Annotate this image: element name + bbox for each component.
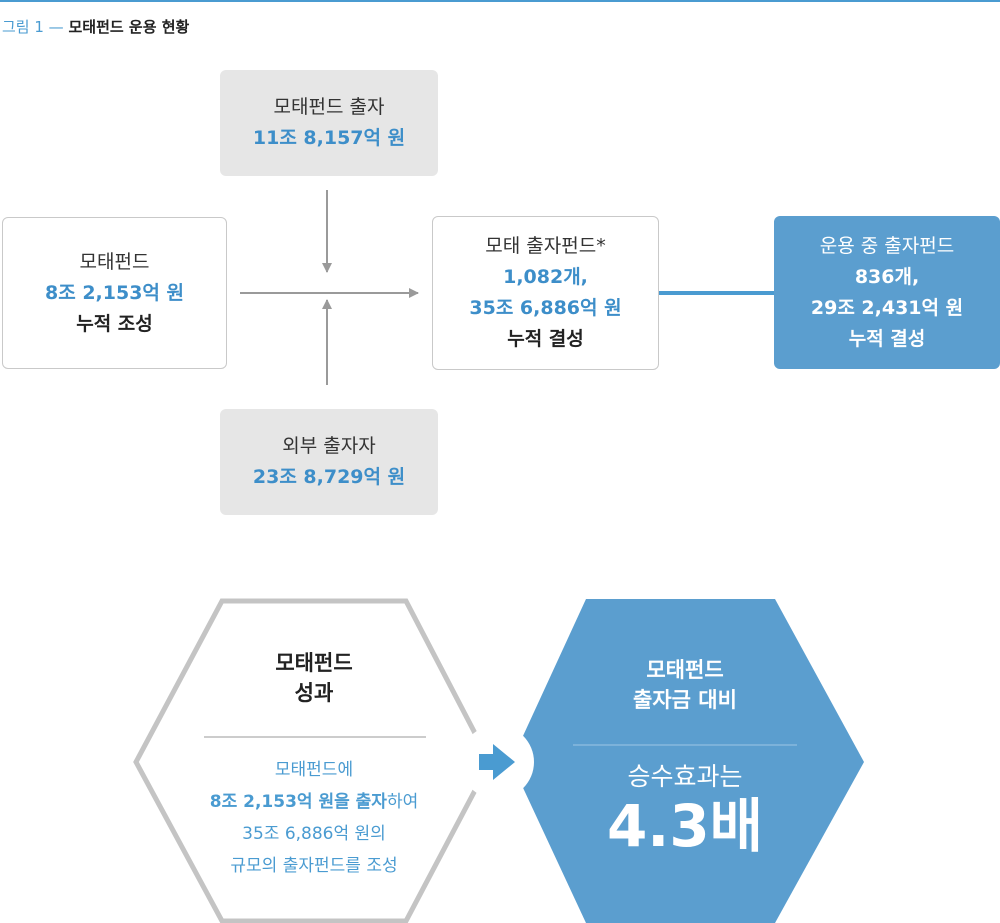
child-funds-amount: 35조 6,886억 원	[469, 297, 622, 319]
external-investor-amount: 23조 8,729억 원	[252, 466, 406, 488]
fund-status: 누적 조성	[76, 312, 153, 335]
active-funds-label: 운용 중 출자펀드	[819, 234, 955, 257]
fund-box: 모태펀드 8조 2,153억 원 누적 조성	[2, 217, 227, 369]
hex-left-title-line2: 성과	[294, 681, 334, 705]
hex-left-desc-line2: 8조 2,153억 원을 출자하여	[144, 786, 484, 818]
active-funds-status: 누적 결성	[848, 327, 926, 350]
hex-right-title-line1: 모태펀드	[646, 658, 724, 682]
child-funds-status: 누적 결성	[507, 328, 584, 350]
child-funds-box: 모태 출자펀드* 1,082개, 35조 6,886억 원 누적 결성	[432, 216, 659, 370]
fund-label: 모태펀드	[79, 250, 150, 273]
hex-right-result: 승수효과는 4.3배	[535, 760, 835, 858]
figure-title-text: 모태펀드 운용 현황	[68, 18, 190, 36]
hex-left-desc-line3: 35조 6,886억 원의	[242, 824, 386, 844]
top-rule	[0, 0, 1000, 2]
child-funds-label: 모태 출자펀드*	[485, 235, 606, 257]
hex-left-title-line1: 모태펀드	[275, 651, 353, 675]
external-investor-label: 외부 출자자	[282, 435, 376, 457]
hex-left-description: 모태펀드에 8조 2,153억 원을 출자하여 35조 6,886억 원의 규모…	[144, 754, 484, 882]
external-investor-box: 외부 출자자 23조 8,729억 원	[220, 409, 438, 515]
figure-title: 그림 1 — 모태펀드 운용 현황	[2, 16, 189, 37]
hex-left-shape	[133, 598, 493, 923]
arrow-right-icon	[479, 744, 515, 780]
hex-right-title-line2: 출자금 대비	[633, 688, 737, 712]
active-funds-amount: 29조 2,431억 원	[810, 296, 964, 319]
hex-right-title: 모태펀드 출자금 대비	[535, 655, 835, 715]
hex-right-subtitle: 승수효과는	[627, 762, 743, 791]
fund-contribution-amount: 11조 8,157억 원	[252, 127, 406, 149]
active-funds-count: 836개,	[854, 265, 920, 288]
active-funds-box: 운용 중 출자펀드 836개, 29조 2,431억 원 누적 결성	[774, 216, 1000, 369]
fund-contribution-label: 모태펀드 출자	[273, 96, 385, 118]
hex-right-shape	[511, 599, 864, 923]
fund-amount: 8조 2,153억 원	[45, 281, 184, 304]
fund-contribution-box: 모태펀드 출자 11조 8,157억 원	[220, 70, 438, 176]
hex-left-desc-line4: 규모의 출자펀드를 조성	[230, 856, 398, 876]
hex-right-multiplier: 4.3배	[606, 792, 764, 860]
hex-left-title: 모태펀드 성과	[164, 648, 464, 708]
figure-number: 그림 1 —	[2, 18, 64, 36]
hex-left-desc-line1: 모태펀드에	[274, 760, 354, 780]
child-funds-count: 1,082개,	[503, 266, 588, 288]
hex-left-desc-line2-bold: 8조 2,153억 원을 출자	[209, 792, 387, 812]
hex-left-desc-line2-rest: 하여	[386, 792, 419, 812]
